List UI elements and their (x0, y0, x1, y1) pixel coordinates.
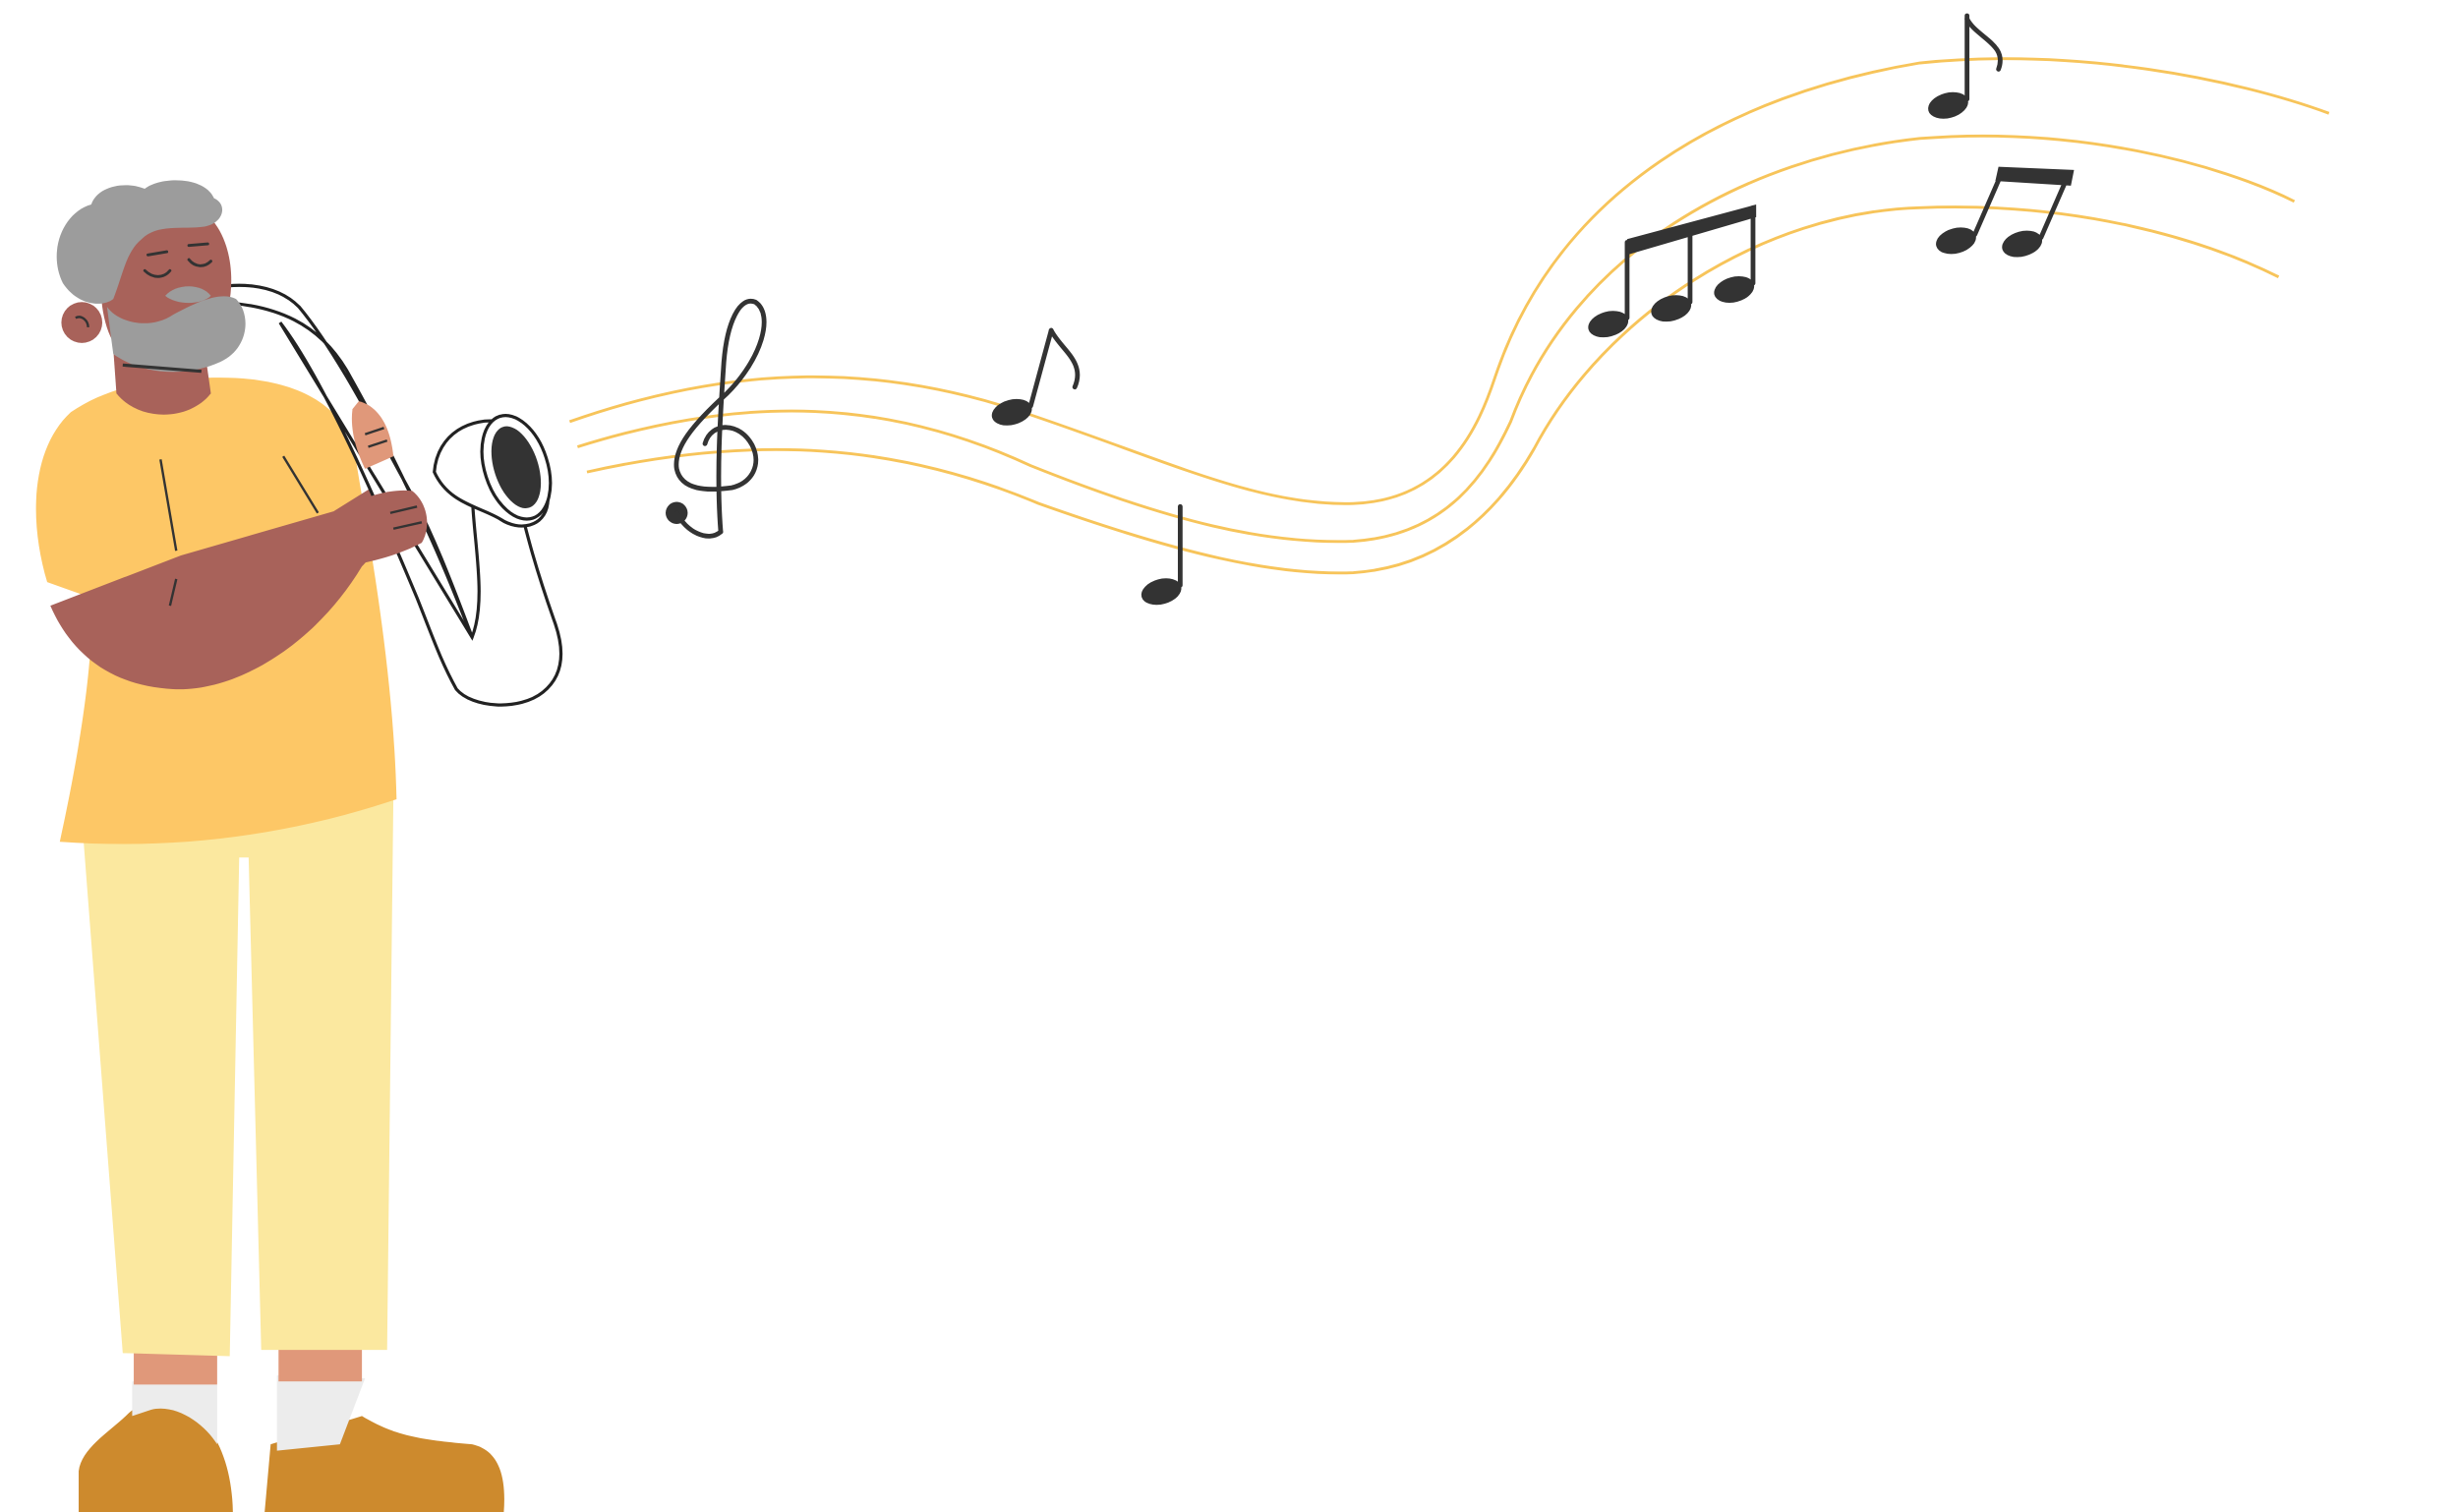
treble-clef-icon (666, 298, 767, 539)
lower-hand-fingers (389, 505, 423, 530)
mustache (165, 286, 211, 304)
hair (56, 180, 223, 304)
staff-line-bottom (586, 205, 2280, 575)
hand-fingers (364, 427, 388, 448)
pants (82, 794, 394, 1357)
music-staff (568, 57, 2330, 575)
lower-hand (330, 490, 428, 563)
shirt-crease-left (159, 459, 178, 552)
beamed-notes-icon (1588, 204, 1757, 338)
shirt-crease-right (282, 455, 320, 514)
left-shoe (79, 1402, 233, 1512)
right-ankle (278, 1346, 363, 1382)
left-sock (132, 1381, 217, 1445)
ear-detail (75, 316, 89, 328)
elbow-crease (168, 578, 178, 607)
quarter-note-icon (1141, 503, 1183, 606)
staff-line-middle (576, 134, 2296, 544)
beard (106, 296, 246, 373)
beamed-notes-icon (1936, 166, 2075, 258)
closed-eyes-icon (143, 242, 212, 278)
right-sock (276, 1374, 366, 1451)
left-ankle (134, 1350, 217, 1385)
chin-line (122, 363, 202, 374)
arm (50, 488, 382, 690)
saxophone-player (35, 180, 563, 1512)
eighth-note-icon (1928, 13, 2003, 119)
eighth-note-icon (991, 327, 1081, 426)
staff-line-top (568, 57, 2330, 505)
ear (61, 302, 103, 343)
saxophone-icon (184, 283, 563, 707)
upper-hand (351, 401, 394, 469)
